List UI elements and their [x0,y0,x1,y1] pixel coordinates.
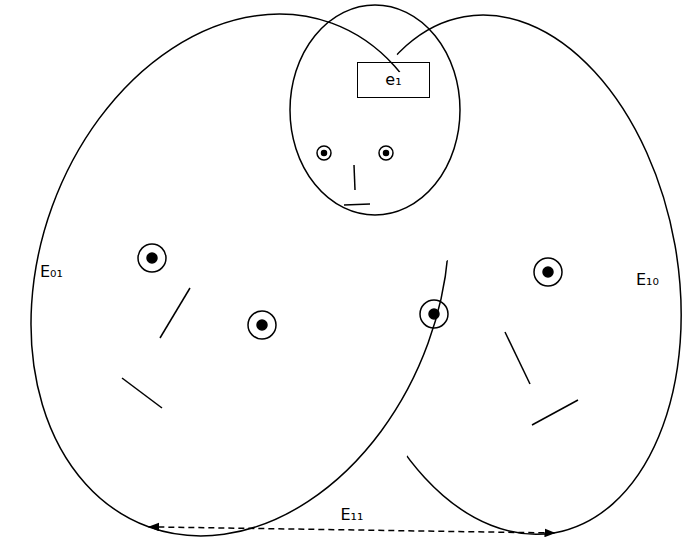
nose [160,288,190,338]
text-holder: E₁₀ [636,270,659,289]
set-label: E₁₀ [636,270,659,289]
edge-label: E₁₁ [337,505,366,524]
set-label: E₀₁ [40,262,63,281]
small-ellipse [290,5,460,215]
set-ellipse: E₀₁ [31,14,449,536]
label-box: e₁ [357,62,430,98]
eye [379,146,393,160]
nose [354,165,355,190]
ellipse-border [299,0,690,545]
mouth [344,204,370,205]
ellipse-border [0,0,520,545]
ellipse-outline [31,14,449,536]
eye [248,311,276,339]
set-ellipse: E₁₀ [338,15,681,534]
eye [534,258,562,286]
pupil [147,253,157,263]
pupil [543,267,553,277]
pupil [322,151,327,156]
dashed-arrow [148,527,555,533]
box-label: e₁ [385,70,401,89]
text-holder: E₀₁ [40,262,63,281]
eye [138,244,166,272]
pupil [384,151,389,156]
pupil [257,320,267,330]
eye [317,146,331,160]
nose [505,332,530,384]
mouth [532,400,578,425]
mouth [122,378,162,408]
ellipse-outline [338,15,681,534]
